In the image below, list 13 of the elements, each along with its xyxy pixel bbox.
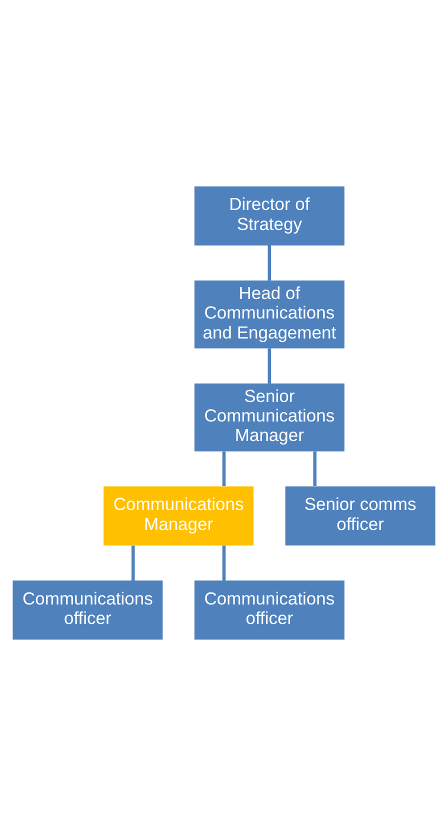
connector (132, 545, 135, 580)
connector (268, 348, 272, 383)
node-box: Communications Manager (104, 486, 254, 545)
node-box: Senior comms officer (285, 486, 436, 545)
node-box: Director of Strategy (194, 186, 344, 245)
node-box: Head of Communications and Engagement (194, 280, 344, 348)
connector (313, 451, 316, 486)
node-box: Communications officer (194, 580, 344, 640)
connector (222, 451, 226, 486)
node-box: Communications officer (12, 580, 163, 640)
connector (222, 545, 226, 580)
node-box: Senior Communications Manager (194, 382, 344, 451)
connector (268, 245, 272, 280)
